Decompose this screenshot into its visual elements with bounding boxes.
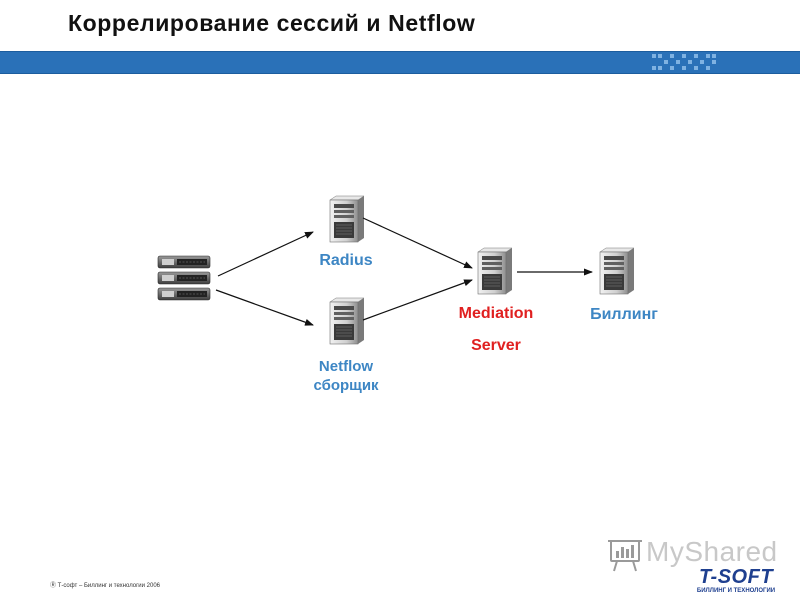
logo-name: T-SOFT: [698, 566, 774, 588]
radius-server-icon: [329, 195, 365, 243]
footer-copyright: Ⓡ Т-софт – Биллинг и технологии 2006: [50, 580, 160, 589]
slide-title: Коррелирование сессий и Netflow: [68, 10, 476, 36]
edge-routers-netflow: [215, 289, 314, 326]
edge-radius-mediation: [362, 217, 473, 269]
router-stack-icon: [157, 255, 211, 301]
footer-icon: Ⓡ: [50, 583, 58, 589]
header-pattern: [652, 54, 716, 70]
watermark-text: MyShared: [646, 536, 778, 567]
billing-label: Биллинг: [590, 306, 658, 323]
edge-routers-radius: [217, 231, 314, 277]
netflow-label: Netflow сборщик: [296, 357, 396, 395]
edge-netflow-mediation: [362, 279, 473, 321]
radius-label: Radius: [319, 252, 373, 269]
mediation-server-icon: [477, 247, 513, 295]
mediation-label-line-1: Mediation: [458, 305, 534, 322]
mediation-label: Mediation Server: [446, 298, 546, 362]
netflow-server-icon: [329, 297, 365, 345]
billing-server-icon: [599, 247, 635, 295]
tsoft-logo: T-SOFT БИЛЛИНГ И ТЕХНОЛОГИИ: [690, 566, 782, 596]
netflow-label-line-2: сборщик: [313, 377, 379, 394]
logo-tagline: БИЛЛИНГ И ТЕХНОЛОГИИ: [696, 588, 776, 594]
mediation-label-line-2: Server: [471, 337, 521, 354]
footer-text: Т-софт – Биллинг и технологии 2006: [57, 583, 161, 589]
header-band: [0, 51, 800, 74]
netflow-label-line-1: Netflow: [318, 358, 374, 375]
presentation-board-icon: [608, 540, 642, 572]
